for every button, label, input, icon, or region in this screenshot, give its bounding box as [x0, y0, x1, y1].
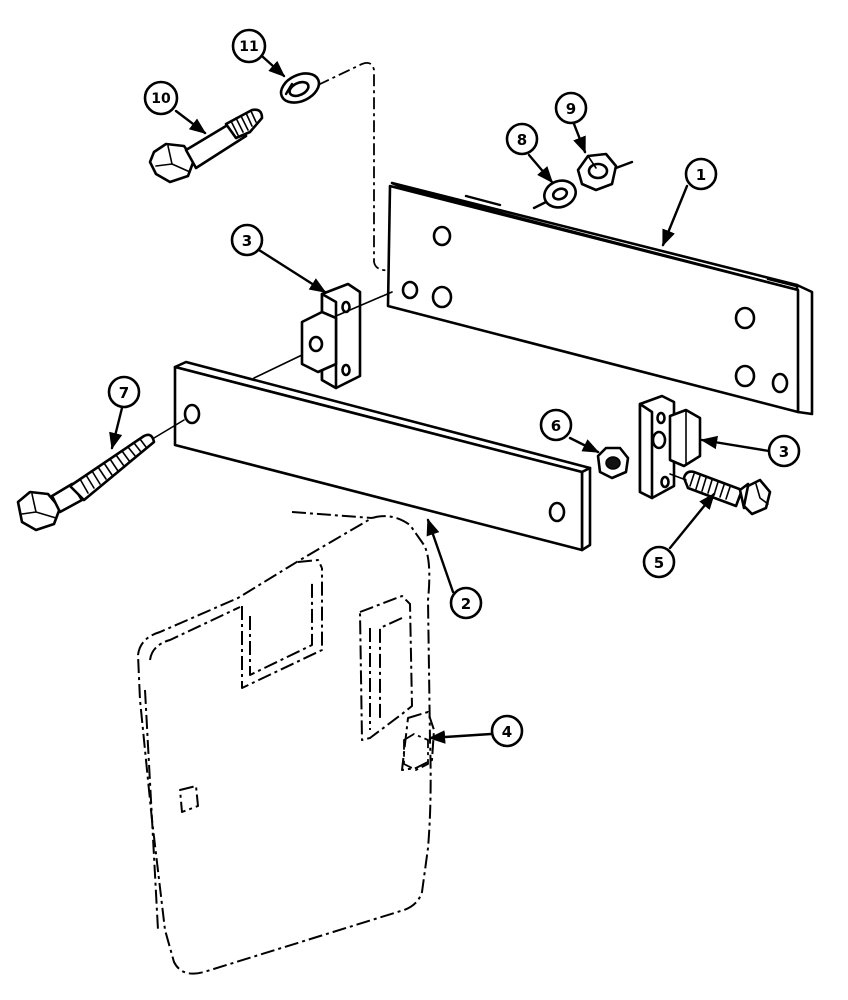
- mounting-plate-1: [386, 181, 814, 416]
- lock-nut-9: [576, 152, 634, 192]
- weight-block-ghost: [137, 511, 435, 975]
- callout-label-5: 5: [654, 554, 664, 572]
- callout-5: 5: [642, 545, 676, 579]
- callout-label-2: 2: [461, 595, 471, 613]
- bracket-3-right: [638, 394, 702, 500]
- nut-6: [596, 446, 630, 480]
- callout-label-3a: 3: [242, 232, 252, 250]
- callout-label-6: 6: [551, 417, 561, 435]
- bracket-3-left: [300, 282, 362, 390]
- callout-label-10: 10: [151, 91, 171, 107]
- centerline-bracket-plate: [335, 291, 393, 317]
- callout-label-3b: 3: [779, 443, 789, 461]
- callout-7: 7: [107, 375, 141, 409]
- centerline-plate-bracket: [253, 354, 303, 379]
- callout-label-7: 7: [119, 384, 129, 402]
- bolt-5: [669, 470, 772, 516]
- callout-4: 4: [490, 714, 524, 748]
- callout-11: 11: [231, 28, 267, 64]
- callout-9: 9: [554, 91, 588, 125]
- callout-10: 10: [143, 80, 179, 116]
- callout-label-11: 11: [239, 39, 258, 55]
- callout-label-9: 9: [566, 100, 576, 118]
- bolt-10: [148, 108, 264, 184]
- callout-1: 1: [684, 157, 718, 191]
- assembly-line-11: [317, 61, 407, 272]
- callout-8: 8: [505, 122, 539, 156]
- callout-label-4: 4: [502, 723, 512, 741]
- callout-3b: 3: [767, 434, 801, 468]
- mounting-plate-2: [173, 360, 592, 552]
- leader-lines: [109, 55, 771, 744]
- callout-2: 2: [449, 586, 483, 620]
- part-4-spacer: [403, 732, 429, 772]
- callout-label-1: 1: [696, 166, 706, 184]
- callout-label-8: 8: [517, 131, 527, 149]
- callout-3a: 3: [230, 223, 264, 257]
- callout-6: 6: [539, 408, 573, 442]
- lock-washer-11: [279, 72, 321, 104]
- bolt-7: [16, 419, 185, 532]
- lock-washer-8: [532, 179, 577, 210]
